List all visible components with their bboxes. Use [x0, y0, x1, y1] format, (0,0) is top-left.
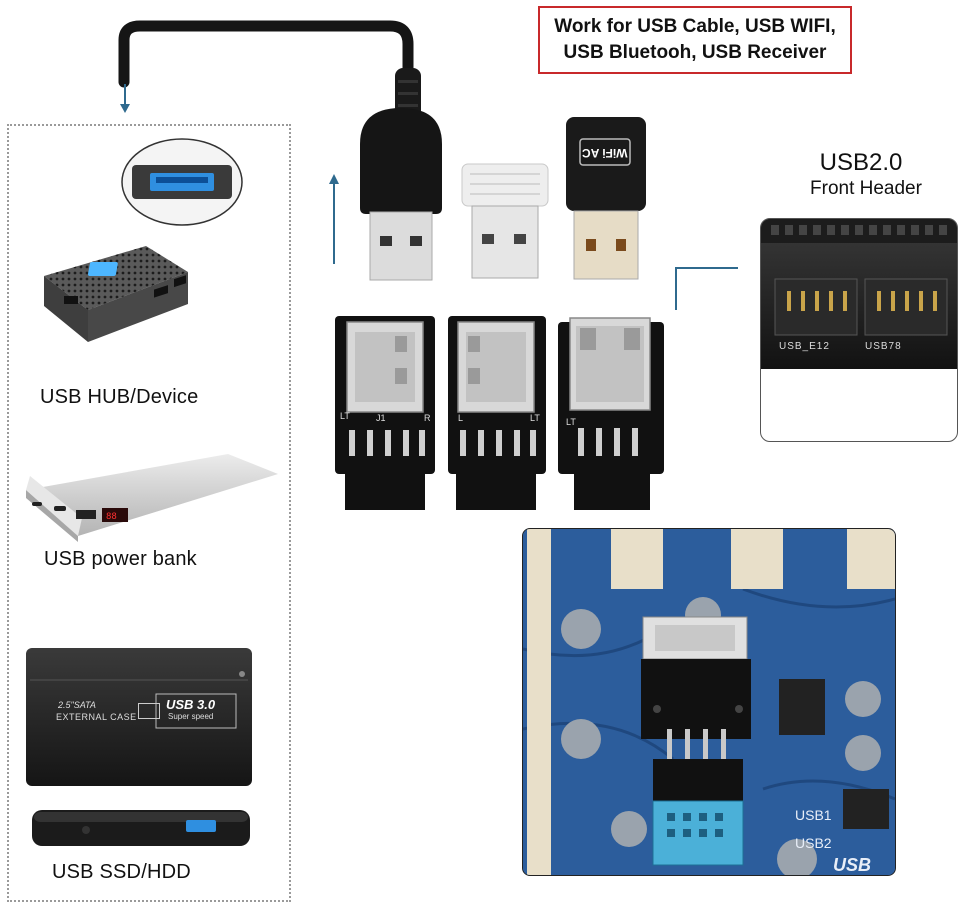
svg-text:88: 88: [106, 512, 117, 522]
adapter-1-mark-r: R: [424, 413, 431, 423]
compatibility-callout: Work for USB Cable, USB WIFI, USB Blueto…: [538, 6, 852, 74]
header-label-e12: USB_E12: [779, 341, 830, 352]
motherboard-photo: USB1 USB2 USB: [522, 528, 896, 876]
ssd-enclosure-image: [26, 648, 252, 786]
adapter-2-mark-l: L: [458, 413, 464, 423]
power-bank-image: 88: [26, 454, 278, 542]
board-label-usb: USB: [833, 855, 872, 875]
header-label-78: USB78: [865, 341, 902, 352]
adapter-2-mark-lt: LT: [530, 413, 540, 423]
adapter-board-2: [448, 316, 546, 510]
power-bank-label: USB power bank: [44, 548, 197, 570]
ssd-model-text: 2.5"SATA: [58, 700, 96, 710]
usb-receiver-white: [461, 163, 549, 279]
usb-wifi-dongle: [566, 117, 646, 280]
usb-plug-black: [360, 108, 442, 281]
ssd-speed-text: Super speed: [168, 712, 214, 721]
adapter-1-mark-lt: LT: [340, 411, 350, 421]
down-arrow-icon: [120, 84, 130, 113]
usb-cable: [118, 20, 421, 120]
adapter-1-mark-j1: J1: [376, 413, 386, 423]
adapter-board-1: [335, 316, 435, 510]
adapter-board-3: [558, 317, 664, 510]
device-panel: [7, 124, 291, 902]
slim-ssd-image: [32, 810, 250, 846]
wifi-logo-text: WiFi AC: [582, 146, 628, 160]
board-label-usb1: USB1: [795, 807, 832, 823]
ssd-badge-text: USB 3.0: [166, 697, 216, 712]
callout-line-1: Work for USB Cable, USB WIFI,: [554, 16, 836, 37]
callout-line-2: USB Bluetooh, USB Receiver: [563, 42, 827, 63]
board-label-usb2: USB2: [795, 835, 832, 851]
ssd-label: USB SSD/HDD: [52, 861, 191, 883]
ssd-case-text: EXTERNAL CASE: [56, 712, 137, 722]
front-header-photo: USB_E12 USB78: [760, 218, 958, 442]
ssd-logo-mark: [138, 703, 160, 719]
usb-hub-label: USB HUB/Device: [40, 386, 199, 408]
usb-hub-image: [44, 246, 188, 342]
up-arrow-icon: [329, 174, 339, 264]
front-header-title: USB2.0: [819, 149, 903, 176]
adapter-3-mark-lt: LT: [566, 417, 576, 427]
front-header-subtitle: Front Header: [810, 178, 922, 199]
pointer-line: [675, 267, 738, 310]
usb-port-closeup: [121, 138, 243, 226]
